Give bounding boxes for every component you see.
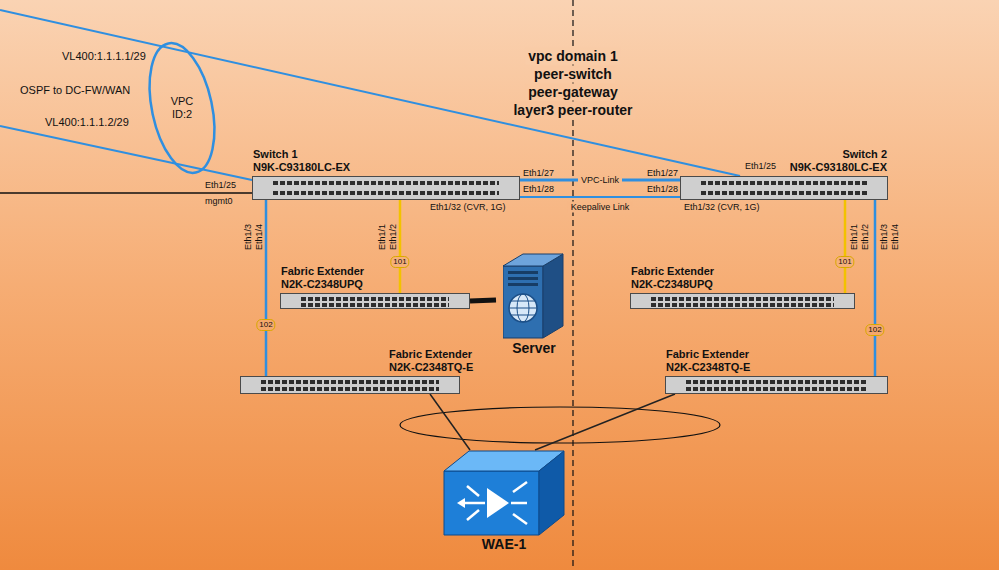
port-label: Eth1/32 (CVR, 1G) xyxy=(684,202,760,213)
wae-icon xyxy=(443,450,565,536)
vpc-id-label: VPC ID:2 xyxy=(166,95,198,121)
fex-chassis: Fabric ExtenderN2K-C2348UPQ xyxy=(630,293,855,309)
device-name: Fabric Extender xyxy=(666,348,750,361)
device-name: WAE-1 xyxy=(440,536,568,553)
fex-chassis: Fabric ExtenderN2K-C2348UPQ xyxy=(280,293,470,309)
link-line xyxy=(265,200,268,376)
model-number: N9K-C93180LC-EX xyxy=(253,161,350,174)
port-label: Eth1/4 xyxy=(890,224,901,250)
server-icon xyxy=(503,250,565,340)
fex-id-badge: 102 xyxy=(256,319,275,331)
device-name: Switch 2 xyxy=(790,148,887,161)
device-heading: Fabric ExtenderN2K-C2348TQ-E xyxy=(666,348,750,374)
link-line xyxy=(470,300,496,301)
link-label: VPC-Link xyxy=(578,175,622,186)
vlan-label: VL400:1.1.1.1/29 xyxy=(62,50,146,63)
fex-id-badge: 102 xyxy=(865,324,884,336)
device-name: Switch 1 xyxy=(253,148,350,161)
model-number: N2K-C2348TQ-E xyxy=(389,361,473,374)
fex-id-badge: 101 xyxy=(390,256,409,268)
model-number: N2K-C2348UPQ xyxy=(281,278,364,291)
port-label: Eth1/4 xyxy=(254,224,265,250)
switch-chassis: Switch 1N9K-C93180LC-EX xyxy=(252,176,520,200)
fex-chassis: Fabric ExtenderN2K-C2348TQ-E xyxy=(240,376,460,394)
port-label: Eth1/32 (CVR, 1G) xyxy=(430,202,506,213)
mgmt-line xyxy=(0,192,252,194)
port-label: Eth1/3 xyxy=(879,224,890,250)
device-heading: Fabric ExtenderN2K-C2348UPQ xyxy=(281,265,364,291)
link-line xyxy=(399,200,402,293)
device-name: Fabric Extender xyxy=(389,348,473,361)
model-number: N9K-C93180LC-EX xyxy=(790,161,887,174)
server-node: Server xyxy=(496,250,572,357)
port-label: Eth1/1 xyxy=(377,224,388,250)
vpc-config-note: vpc domain 1 xyxy=(525,48,620,65)
link-line xyxy=(520,196,680,198)
port-label: Eth1/2 xyxy=(388,224,399,250)
device-heading: Switch 2N9K-C93180LC-EX xyxy=(790,148,887,174)
link-label: Keepalive Link xyxy=(568,202,633,213)
link-line xyxy=(535,394,675,450)
vpc-config-note: layer3 peer-router xyxy=(510,102,635,119)
device-name: Fabric Extender xyxy=(281,265,364,278)
routing-label: OSPF to DC-FW/WAN xyxy=(20,84,130,97)
port-label: Eth1/25 xyxy=(745,161,776,172)
fex-chassis: Fabric ExtenderN2K-C2348TQ-E xyxy=(665,376,888,394)
link-line xyxy=(874,200,877,376)
vlan-label: VL400:1.1.1.2/29 xyxy=(45,116,129,129)
device-name: Fabric Extender xyxy=(631,265,714,278)
model-number: N2K-C2348TQ-E xyxy=(666,361,750,374)
port-label: Eth1/28 xyxy=(647,184,678,195)
switch-chassis: Switch 2N9K-C93180LC-EX xyxy=(680,176,888,200)
wae-node: WAE-1 xyxy=(440,450,568,553)
port-label: Eth1/25 xyxy=(205,180,236,191)
link-line xyxy=(844,200,847,293)
link-line xyxy=(430,394,470,450)
port-label: mgmt0 xyxy=(205,196,233,207)
uplink-line xyxy=(0,10,740,176)
vpc-ellipse xyxy=(139,37,225,179)
port-channel-ellipse xyxy=(400,407,720,443)
port-label: Eth1/27 xyxy=(523,168,554,179)
fex-id-badge: 101 xyxy=(835,256,854,268)
port-label: Eth1/28 xyxy=(523,184,554,195)
device-name: Server xyxy=(496,340,572,357)
port-label: Eth1/3 xyxy=(243,224,254,250)
port-label: Eth1/2 xyxy=(860,224,871,250)
device-heading: Switch 1N9K-C93180LC-EX xyxy=(253,148,350,174)
vpc-config-note: peer-gateway xyxy=(525,84,620,101)
device-heading: Fabric ExtenderN2K-C2348TQ-E xyxy=(389,348,473,374)
vpc-config-note: peer-switch xyxy=(531,66,615,83)
port-label: Eth1/27 xyxy=(647,168,678,179)
port-label: Eth1/1 xyxy=(849,224,860,250)
device-heading: Fabric ExtenderN2K-C2348UPQ xyxy=(631,265,714,291)
model-number: N2K-C2348UPQ xyxy=(631,278,714,291)
